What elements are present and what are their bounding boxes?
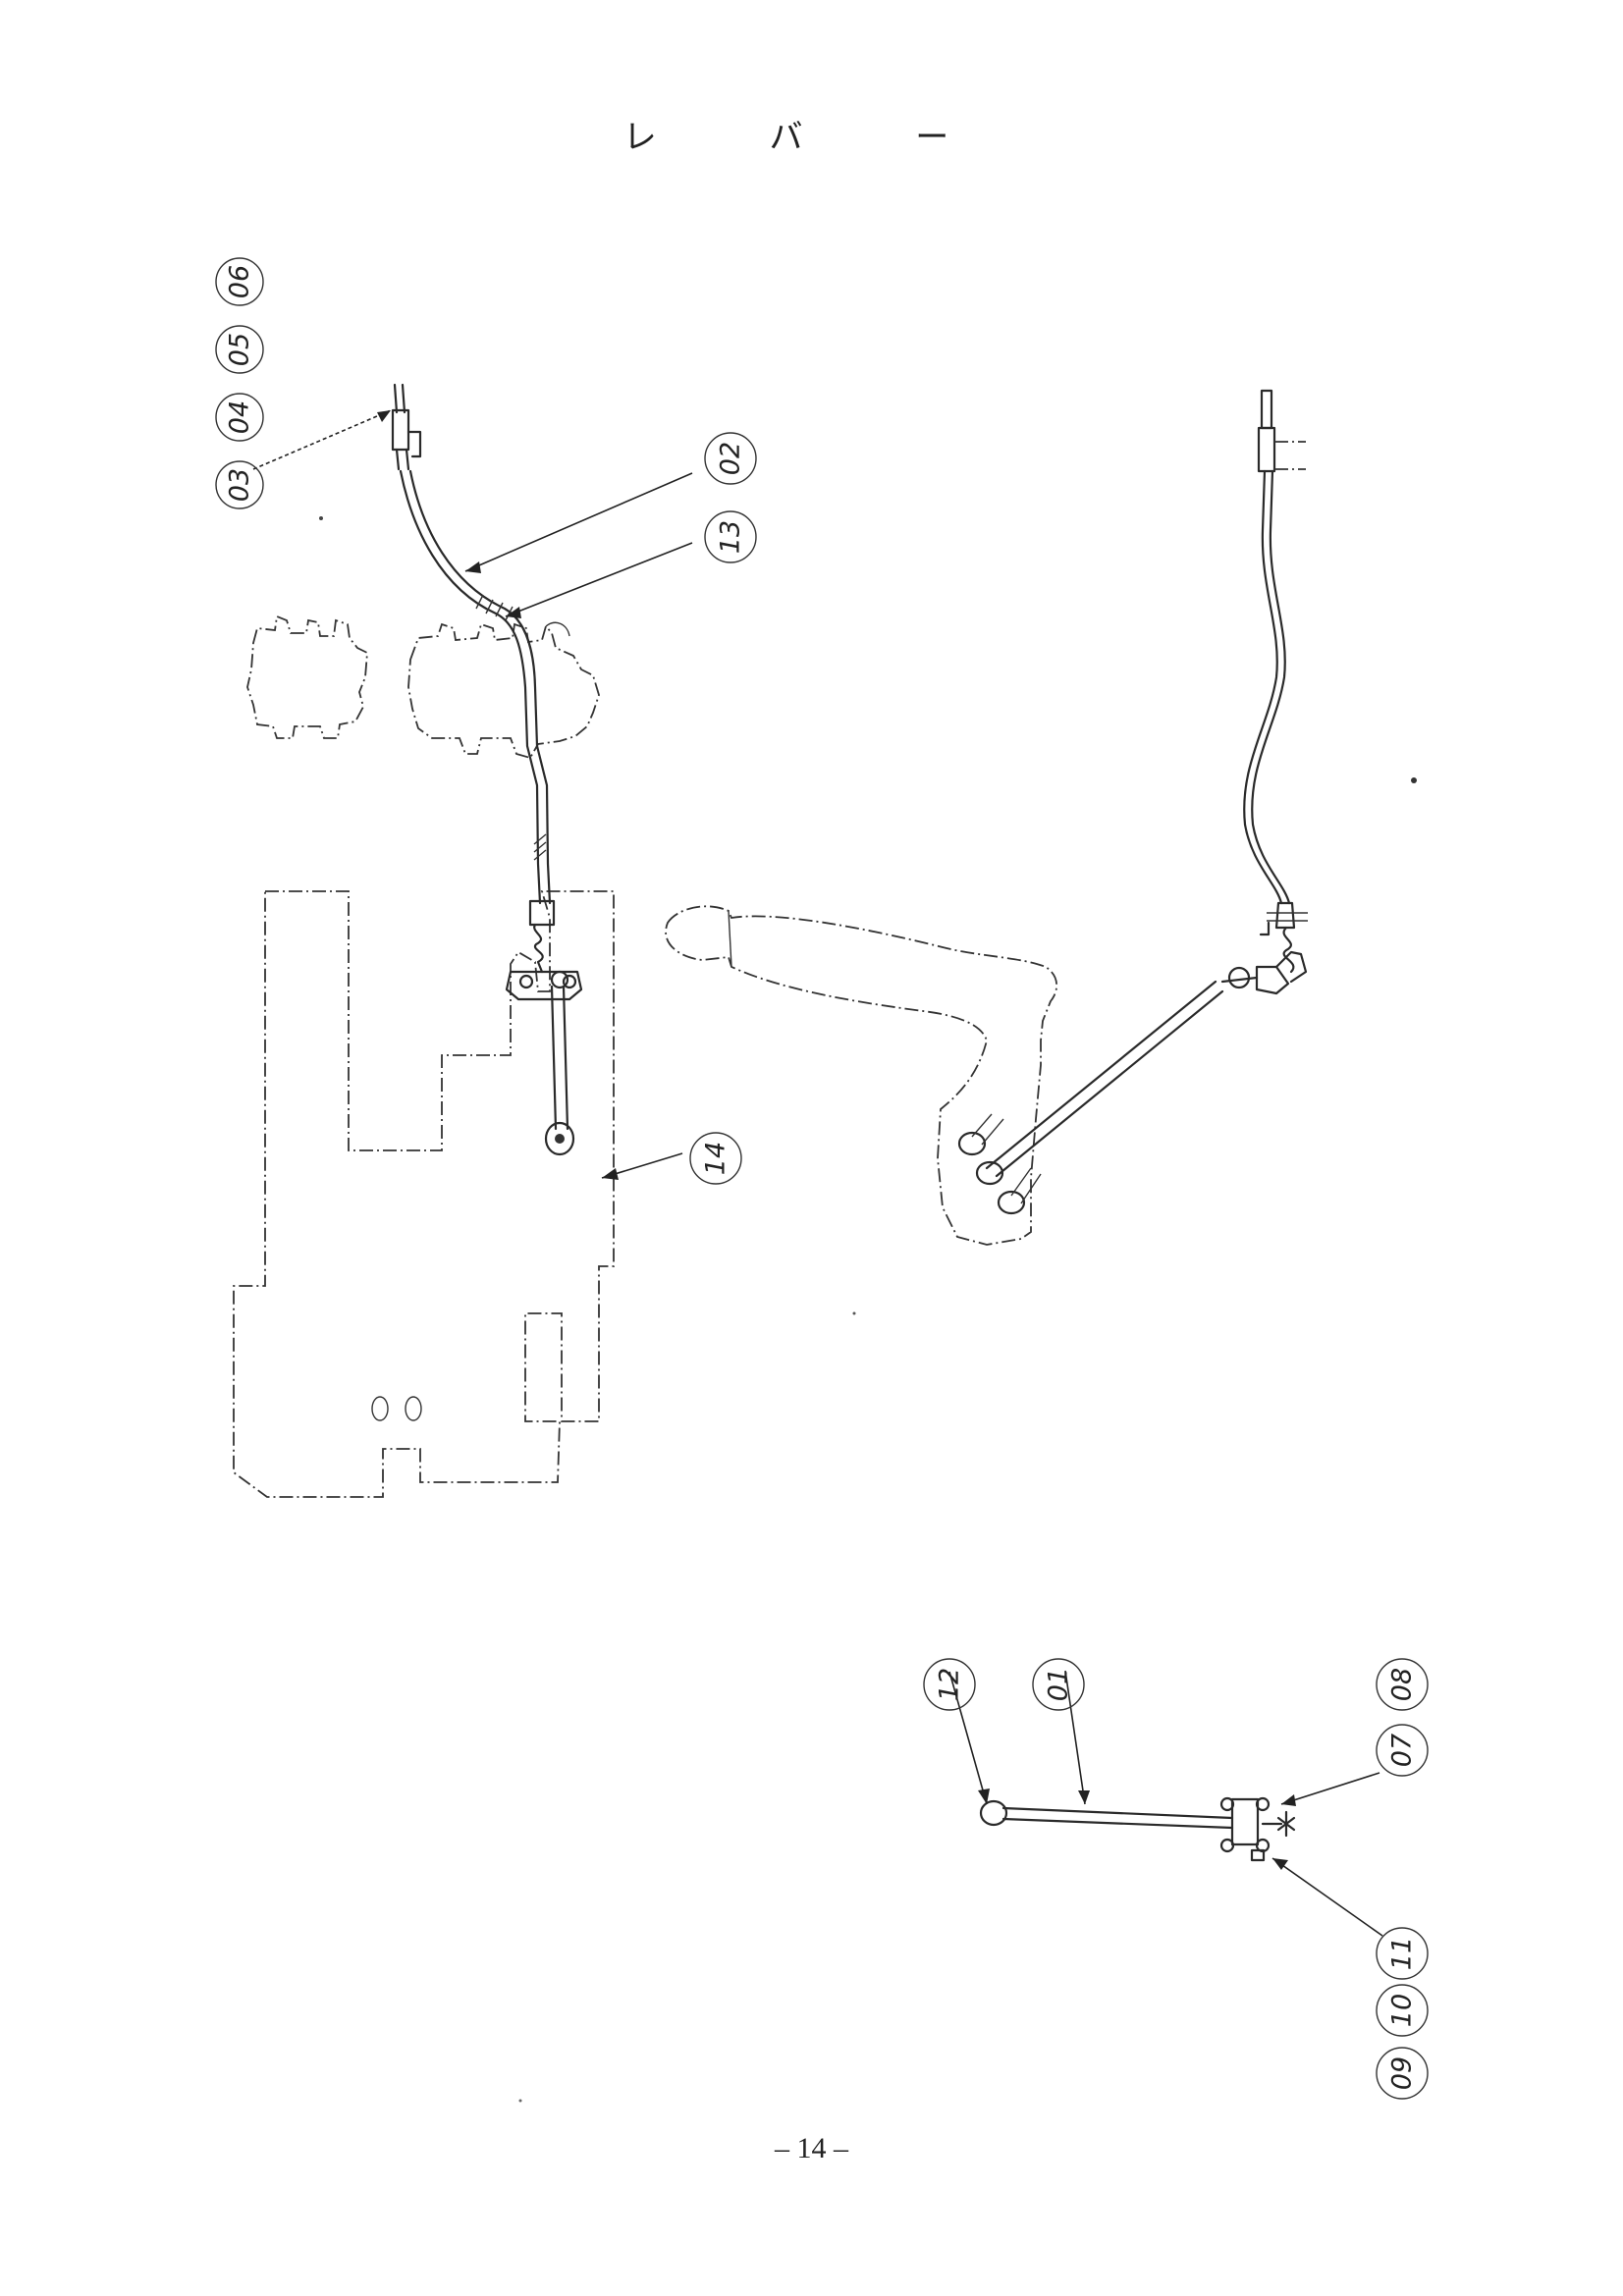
page-number: – 14 – [775, 2132, 848, 2164]
left-control-lever [544, 985, 575, 1156]
control-valve-block-right [407, 621, 600, 760]
svg-text:10: 10 [1387, 1994, 1418, 2027]
operator-seat [665, 905, 1058, 1246]
callout-04: 04 [215, 393, 264, 442]
svg-text:06: 06 [225, 265, 255, 298]
svg-text:04: 04 [225, 400, 255, 434]
control-valve-block-left [246, 614, 368, 739]
lever-detail [979, 1796, 1296, 1862]
svg-text:01: 01 [1044, 1668, 1074, 1701]
callout-07: 07 [1376, 1724, 1429, 1777]
svg-text:02: 02 [716, 442, 746, 475]
floor-plate [233, 890, 615, 1498]
callout-03: 03 [215, 460, 264, 509]
svg-text:13: 13 [716, 520, 746, 554]
callout-09: 09 [1376, 2047, 1429, 2100]
callout-01: 01 [1032, 1658, 1085, 1711]
svg-text:03: 03 [225, 468, 255, 502]
floor-hole-left [371, 1396, 389, 1421]
callout-06: 06 [215, 257, 264, 306]
callout-10: 10 [1376, 1984, 1429, 2037]
floor-hole-right [405, 1396, 422, 1421]
svg-text:11: 11 [1387, 1937, 1418, 1970]
svg-text:14: 14 [701, 1142, 731, 1175]
callout-13: 13 [704, 510, 757, 563]
callout-05: 05 [215, 325, 264, 374]
callout-12: 12 [923, 1658, 976, 1711]
svg-text:12: 12 [935, 1668, 965, 1701]
callout-08: 08 [1376, 1658, 1429, 1711]
svg-text:09: 09 [1387, 2056, 1418, 2090]
scan-specks [319, 516, 1417, 2103]
seat-lever-knobs [957, 1113, 1042, 1215]
left-control-cable [391, 383, 556, 974]
page-title: レ バ ー [622, 118, 1001, 157]
svg-text:07: 07 [1387, 1734, 1418, 1767]
leader-lines [252, 409, 1383, 1937]
callout-02: 02 [704, 432, 757, 485]
right-control-cable [1243, 389, 1308, 974]
callout-14: 14 [689, 1132, 742, 1185]
lever-bracket [505, 970, 583, 1001]
svg-text:05: 05 [225, 333, 255, 366]
callout-11: 11 [1376, 1927, 1429, 1980]
svg-text:08: 08 [1387, 1668, 1418, 1701]
